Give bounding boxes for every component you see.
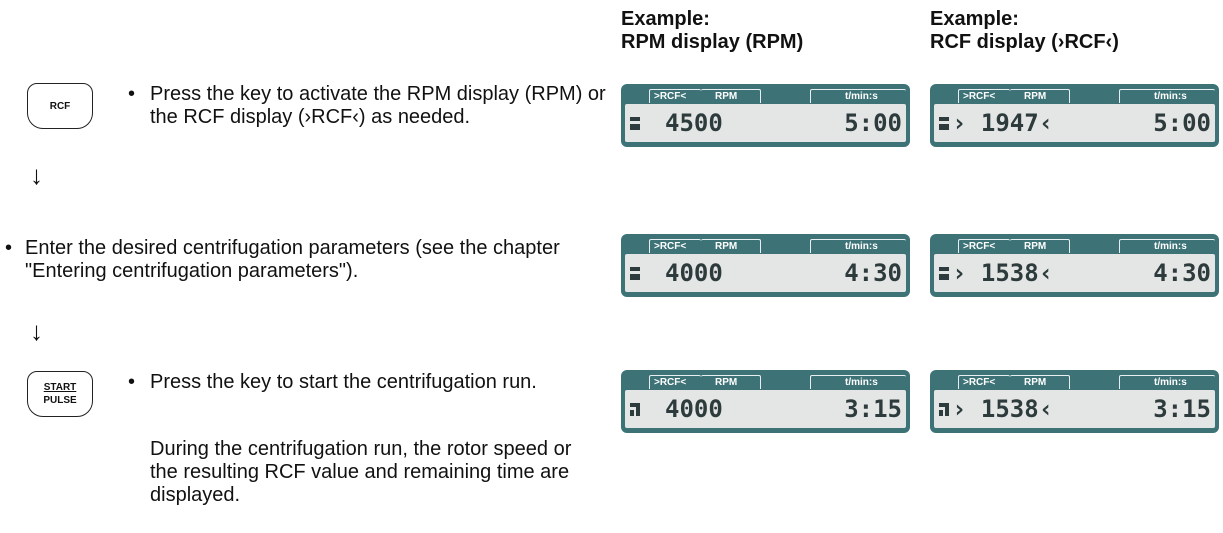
tab-rpm-label: RPM	[1010, 239, 1070, 253]
lcd-rcf-row3: >RCF< RPM t/min:s › 1538‹ 3:15	[930, 370, 1219, 433]
lcd-rcf-row2: >RCF< RPM t/min:s › 1538‹ 4:30	[930, 234, 1219, 297]
tab-rcf-label: >RCF<	[649, 89, 701, 103]
tab-rcf-label: >RCF<	[958, 375, 1010, 389]
tab-rpm-label: RPM	[701, 375, 761, 389]
tab-time-label: t/min:s	[810, 239, 906, 253]
tab-rcf-label: >RCF<	[958, 89, 1010, 103]
pulse-key-label: PULSE	[43, 395, 77, 406]
rcf-example-label: Example:	[930, 8, 1019, 30]
step-3-text: Press the key to start the centrifugatio…	[150, 371, 537, 393]
lcd-rcf-row1: >RCF< RPM t/min:s › 1947‹ 5:00	[930, 84, 1219, 147]
tab-rpm-label: RPM	[701, 89, 761, 103]
tab-time-label: t/min:s	[1119, 375, 1215, 389]
speed-value: 4500	[665, 109, 723, 137]
time-value: 5:00	[1153, 109, 1211, 137]
rcf-value: › 1947‹	[952, 109, 1054, 137]
tab-rcf-label: >RCF<	[958, 239, 1010, 253]
bullet: •	[128, 83, 136, 105]
lcd-screen: 4000 3:15	[625, 390, 906, 428]
arrow-down-icon: ↓	[30, 160, 43, 190]
running-icon	[630, 403, 640, 416]
speed-value: 4000	[665, 259, 723, 287]
start-pulse-key-icon: START PULSE	[27, 371, 93, 417]
time-value: 3:15	[1153, 395, 1211, 423]
time-value: 3:15	[844, 395, 902, 423]
bullet: •	[5, 237, 13, 259]
rcf-example-title: RCF display (›RCF‹)	[930, 31, 1119, 53]
rcf-key-icon: RCF	[27, 83, 93, 129]
lcd-rpm-row3: >RCF< RPM t/min:s 4000 3:15	[621, 370, 910, 433]
step-2-text: Enter the desired centrifugation paramet…	[25, 237, 560, 282]
tab-rpm-label: RPM	[701, 239, 761, 253]
tab-time-label: t/min:s	[1119, 89, 1215, 103]
lcd-rpm-row1: >RCF< RPM t/min:s 4500 5:00	[621, 84, 910, 147]
step-3-note: During the centrifugation run, the rotor…	[150, 438, 572, 506]
tab-rpm-label: RPM	[1010, 375, 1070, 389]
step-1: • Press the key to activate the RPM disp…	[128, 83, 608, 129]
lcd-screen: › 1538‹ 3:15	[934, 390, 1215, 428]
arrow-down-icon: ↓	[30, 316, 43, 346]
stopped-icon	[939, 267, 949, 280]
stopped-icon	[939, 117, 949, 130]
stopped-icon	[630, 117, 640, 130]
time-value: 5:00	[844, 109, 902, 137]
rcf-value: › 1538‹	[952, 395, 1054, 423]
speed-value: 4000	[665, 395, 723, 423]
stopped-icon	[630, 267, 640, 280]
running-icon	[939, 403, 949, 416]
rpm-example-title: RPM display (RPM)	[621, 31, 804, 53]
start-key-label: START	[43, 382, 77, 393]
rpm-example-header: Example: RPM display (RPM)	[621, 8, 803, 54]
rcf-value: › 1538‹	[952, 259, 1054, 287]
tab-rcf-label: >RCF<	[649, 239, 701, 253]
lcd-screen: 4000 4:30	[625, 254, 906, 292]
rcf-example-header: Example: RCF display (›RCF‹)	[930, 8, 1119, 54]
lcd-rpm-row2: >RCF< RPM t/min:s 4000 4:30	[621, 234, 910, 297]
step-2: • Enter the desired centrifugation param…	[5, 237, 615, 283]
tab-rpm-label: RPM	[1010, 89, 1070, 103]
step-3: • Press the key to start the centrifugat…	[128, 371, 588, 394]
tab-rcf-label: >RCF<	[649, 375, 701, 389]
rpm-example-label: Example:	[621, 8, 710, 30]
rcf-key-label: RCF	[49, 100, 71, 112]
lcd-screen: › 1947‹ 5:00	[934, 104, 1215, 142]
time-value: 4:30	[844, 259, 902, 287]
bullet: •	[128, 371, 136, 393]
time-value: 4:30	[1153, 259, 1211, 287]
tab-time-label: t/min:s	[810, 375, 906, 389]
lcd-screen: 4500 5:00	[625, 104, 906, 142]
tab-time-label: t/min:s	[1119, 239, 1215, 253]
lcd-screen: › 1538‹ 4:30	[934, 254, 1215, 292]
tab-time-label: t/min:s	[810, 89, 906, 103]
step-1-text: Press the key to activate the RPM displa…	[150, 83, 606, 128]
